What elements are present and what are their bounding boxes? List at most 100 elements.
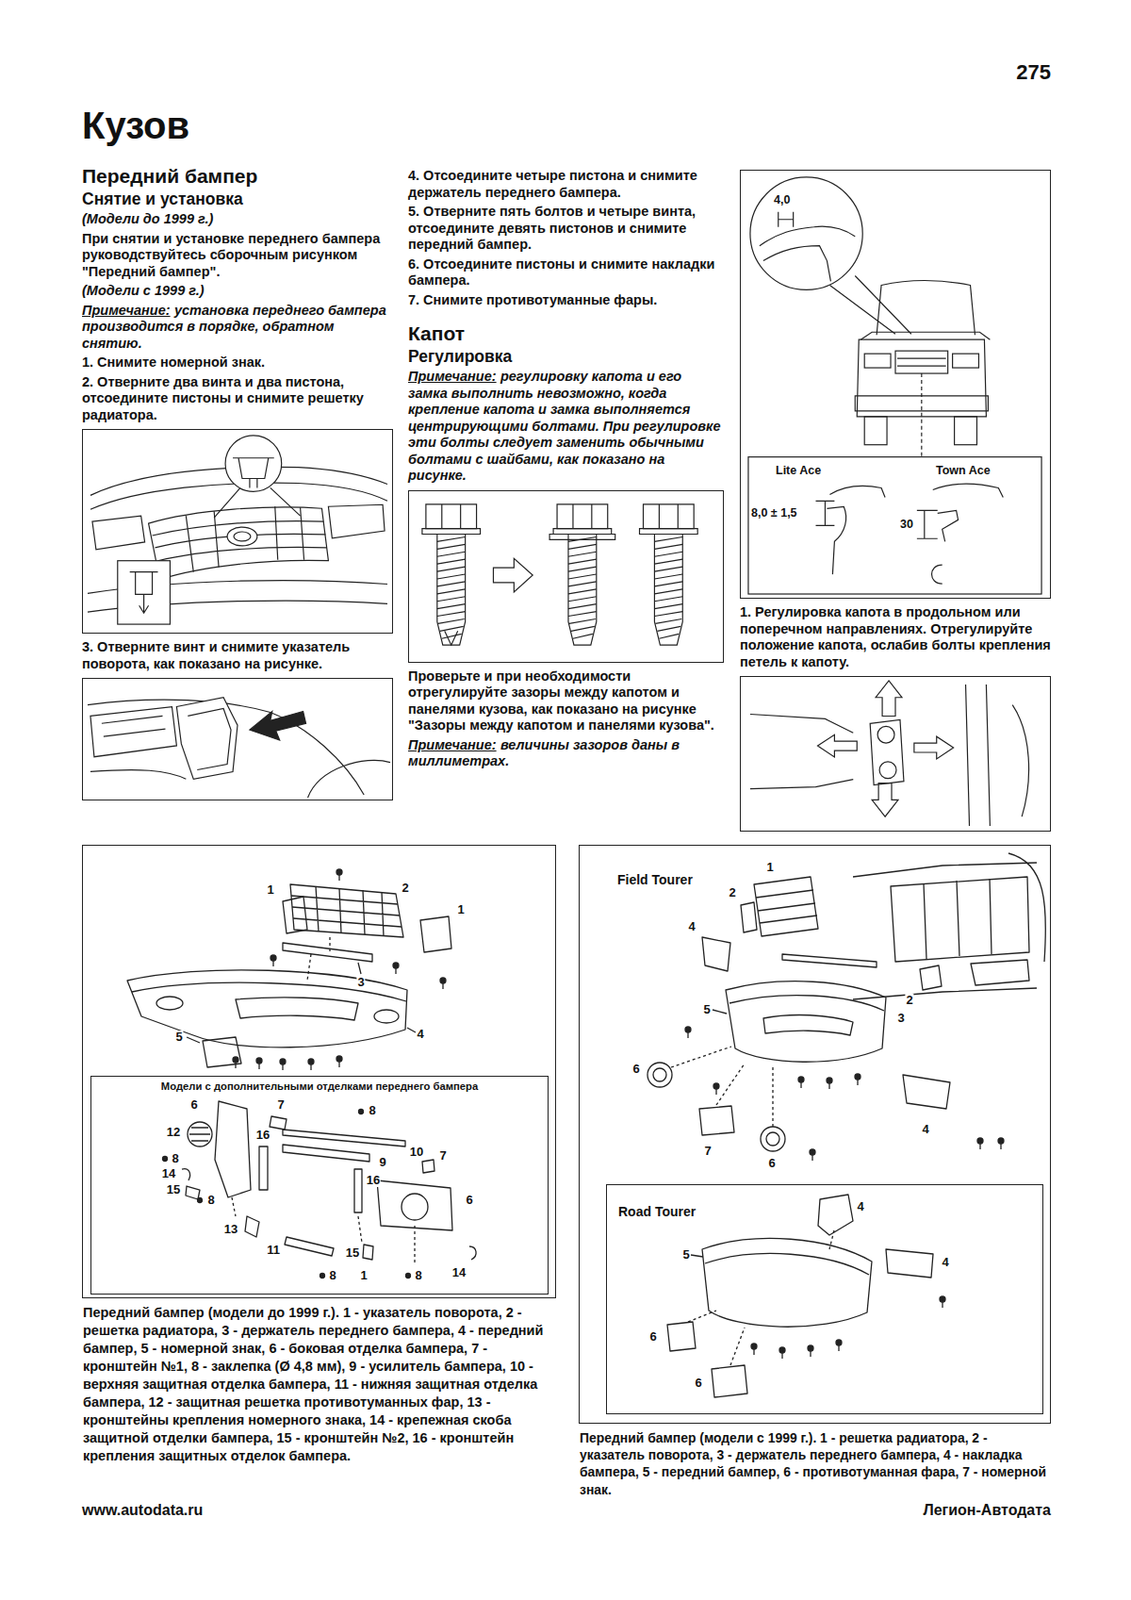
line-art [713,1082,720,1095]
bolts-figure [408,490,724,663]
body-text: 5. Отверните пять болтов и четыре винта,… [408,203,724,254]
line-art [308,759,391,798]
box-heading: Модели с дополнительными отделками перед… [91,1080,548,1094]
line-art [902,1074,951,1109]
line-art [647,1062,673,1087]
line-art [187,708,231,771]
line-art [187,1121,213,1147]
line-art [860,331,990,340]
line-art [117,560,171,624]
line-art [148,507,329,580]
line-art [885,1248,934,1278]
callout-number: 2 [727,885,737,900]
note-paragraph: Примечание:установка переднего бампера п… [81,302,394,353]
line-art [553,503,612,644]
line-art [232,1056,239,1068]
line-art [336,868,343,881]
line-art [712,1009,727,1014]
line-art [492,557,533,592]
figure-caption: Передний бампер (модели с 1999 г.). 1 - … [579,1428,1050,1498]
line-art [729,995,885,1011]
line-art [895,350,949,374]
callout-number: 10 [409,1145,425,1159]
line-art [130,572,159,614]
line-art [284,1236,334,1256]
dimension-label: 30 [899,517,915,532]
line-art [282,1144,370,1162]
callout-number: 8 [170,1151,180,1165]
line-art [185,506,304,572]
line-art [245,1215,260,1237]
line-art [469,1245,476,1260]
line-art [854,1073,861,1085]
line-art [711,1364,748,1397]
line-art [704,1253,869,1275]
line-art [897,358,947,366]
note-text: регулировку капота и его замка выполнить… [408,368,721,483]
line-art [740,901,757,933]
line-art [864,416,887,445]
line-art [750,177,863,290]
body-text: 7. Снимите противотуманные фары. [408,292,724,310]
hinge-figure [739,675,1051,832]
line-art [152,521,328,561]
line-art [259,1146,268,1190]
body-text: 1. Снимите номерной знак. [81,354,394,372]
callout-number: 6 [631,1062,640,1076]
line-art [235,997,359,1020]
line-art [954,416,978,445]
grille-drawing [82,429,393,633]
line-art [760,1126,786,1151]
line-art [864,353,891,368]
note-paragraph: Примечание:величины зазоров даны в милли… [408,737,724,771]
callout-number: 2 [400,881,410,895]
line-art [393,962,399,974]
line-art [359,1109,364,1115]
text-column: Передний бамперСнятие и установка(Модели… [81,163,394,806]
line-art [358,962,361,974]
line-art [92,515,146,550]
callout-number: 1 [265,883,275,897]
line-art [818,734,858,757]
callout-number: 6 [464,1193,474,1207]
line-art [213,487,300,518]
line-art [422,503,481,644]
variant-heading: Field Tourer [617,871,693,888]
line-art [269,1115,287,1130]
callout-number: 8 [327,1268,337,1282]
note-marker: Примечание: [408,368,497,384]
line-art [282,896,308,934]
line-art [186,1036,200,1043]
body-text: При снятии и установке переднего бампера… [81,230,394,281]
line-art [920,373,922,458]
line-art [835,1339,842,1351]
body-text: (Модели до 1999 г.) [81,211,394,229]
callout-number: 6 [189,1098,198,1112]
callout-number: 9 [377,1155,387,1169]
line-art [156,996,183,1010]
callout-number: 8 [206,1193,215,1207]
callout-number: 7 [276,1098,285,1112]
line-art [871,783,899,818]
line-art [782,953,877,968]
line-art [917,509,938,539]
line-art [856,339,986,417]
line-art [970,959,1030,985]
bumper-road-tourer [667,1194,946,1397]
line-art [249,710,307,740]
line-art [440,977,446,989]
body-text: 2. Отверните два винта и два пистона, от… [81,374,394,425]
bolts-drawing [409,491,723,662]
line-art [869,719,904,785]
callout-number: 16 [365,1173,381,1187]
line-art [807,1344,814,1357]
line-art [826,1077,833,1089]
line-art [702,1237,872,1327]
callout-number: 8 [367,1103,377,1117]
line-art [818,1194,853,1235]
line-art [751,1343,757,1355]
callout-number: 15 [165,1182,181,1197]
model-label: Town Ace [934,463,992,478]
callout-number: 12 [165,1125,181,1139]
line-art [809,1148,816,1161]
